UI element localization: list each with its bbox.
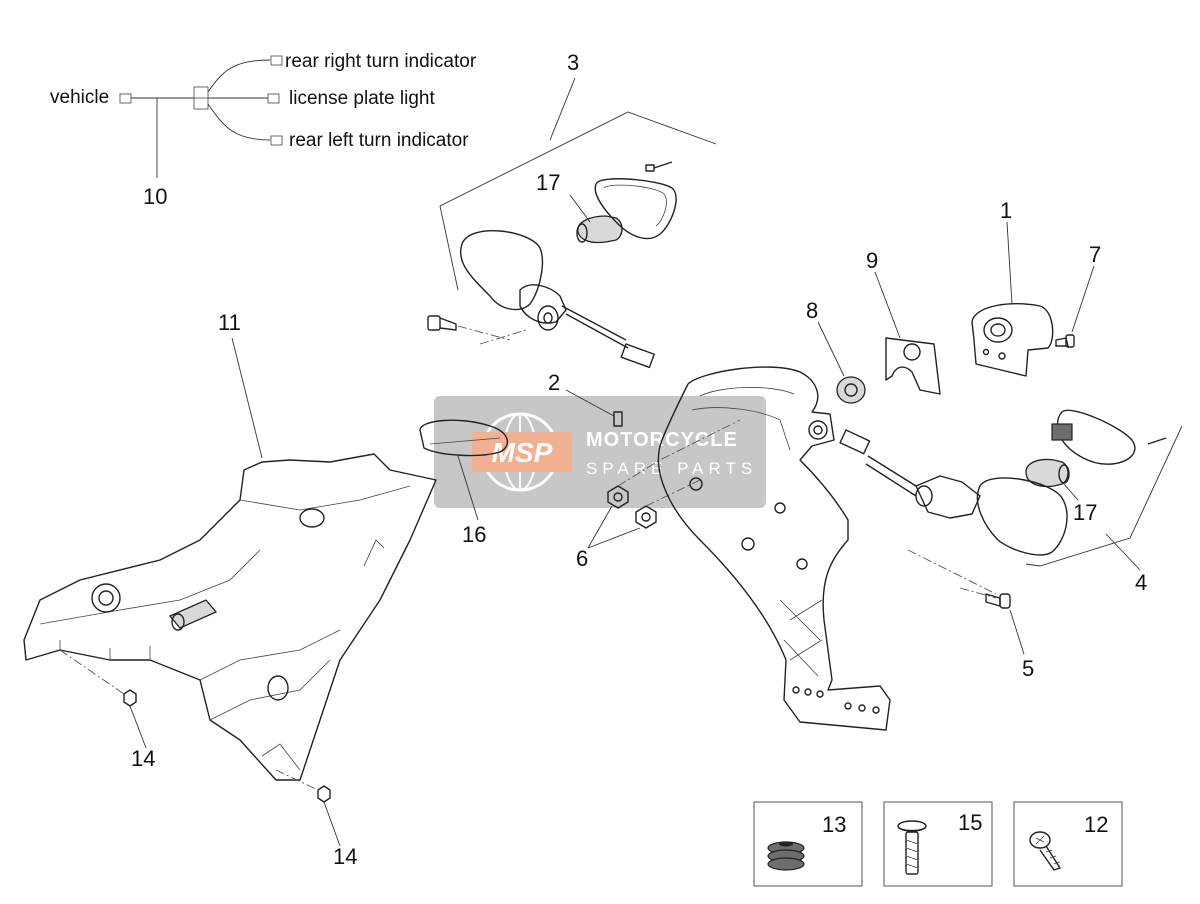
callout-13: 13	[822, 812, 846, 837]
wiring-label-rear-left: rear left turn indicator	[289, 130, 469, 151]
callout-6: 6	[576, 546, 588, 571]
watermark-band	[434, 396, 766, 508]
callout-7: 7	[1089, 242, 1101, 267]
connector-rear-right	[270, 55, 283, 66]
part-box-15	[883, 801, 993, 887]
callout-5: 5	[1022, 656, 1034, 681]
callout-14-left: 14	[131, 746, 155, 771]
part-17-bulb-lower	[1025, 458, 1079, 501]
part-indicator-housing-right	[460, 230, 655, 369]
part-11-undertray	[23, 337, 437, 781]
part-16-clip	[419, 419, 509, 521]
part-4-bracket-lines	[1025, 425, 1183, 571]
callout-17-lower: 17	[1073, 500, 1097, 525]
part-screw-upper-left	[427, 315, 527, 345]
part-9-gasket	[874, 271, 941, 395]
callout-12: 12	[1084, 812, 1108, 837]
callout-3: 3	[567, 50, 579, 75]
part-6-nuts	[587, 419, 741, 549]
part-5-screw	[907, 549, 1025, 655]
wiring-label-plate-light: license plate light	[289, 88, 435, 109]
part-7-screw	[1055, 265, 1095, 348]
watermark-logo: MSP	[492, 437, 553, 468]
callout-15: 15	[958, 810, 982, 835]
part-lens-upper	[594, 161, 677, 240]
callout-2: 2	[548, 370, 560, 395]
callout-17-upper: 17	[536, 170, 560, 195]
part-box-13	[753, 801, 863, 887]
part-1-plate-light	[971, 221, 1054, 377]
callout-11: 11	[218, 310, 241, 335]
callout-labels: 1 2 3 4 5 6 7 8 9 10 11 12 13 14 14 15 1…	[131, 50, 1147, 869]
part-14-nuts	[59, 649, 341, 847]
callout-16: 16	[462, 522, 486, 547]
part-indicator-housing-left	[839, 429, 1068, 556]
part-license-plate-holder	[657, 366, 891, 731]
part-17-bulb-upper	[569, 194, 623, 244]
wiring-schematic: vehicle rear right turn indicator licens…	[50, 51, 477, 178]
connector-vehicle	[119, 93, 132, 104]
watermark-logo-badge	[472, 432, 572, 472]
wiring-label-vehicle: vehicle	[50, 87, 109, 108]
connector-plate-light	[267, 93, 280, 104]
callout-8: 8	[806, 298, 818, 323]
watermark-line2: SPARE PARTS	[586, 459, 757, 478]
part-8-grommet	[817, 321, 866, 404]
wiring-label-rear-right: rear right turn indicator	[285, 51, 477, 72]
watermark: MSP MOTORCYCLE SPARE PARTS	[434, 396, 766, 508]
part-box-12	[1013, 801, 1123, 887]
part-2-clip	[565, 389, 623, 427]
callout-4: 4	[1135, 570, 1147, 595]
part-lens-lower	[1051, 409, 1167, 465]
callout-14-bottom: 14	[333, 844, 357, 869]
connector-rear-left	[270, 135, 283, 146]
callout-10: 10	[143, 184, 167, 209]
callout-9: 9	[866, 248, 878, 273]
callout-1: 1	[1000, 198, 1012, 223]
group-3-bracket-lines	[439, 77, 717, 291]
